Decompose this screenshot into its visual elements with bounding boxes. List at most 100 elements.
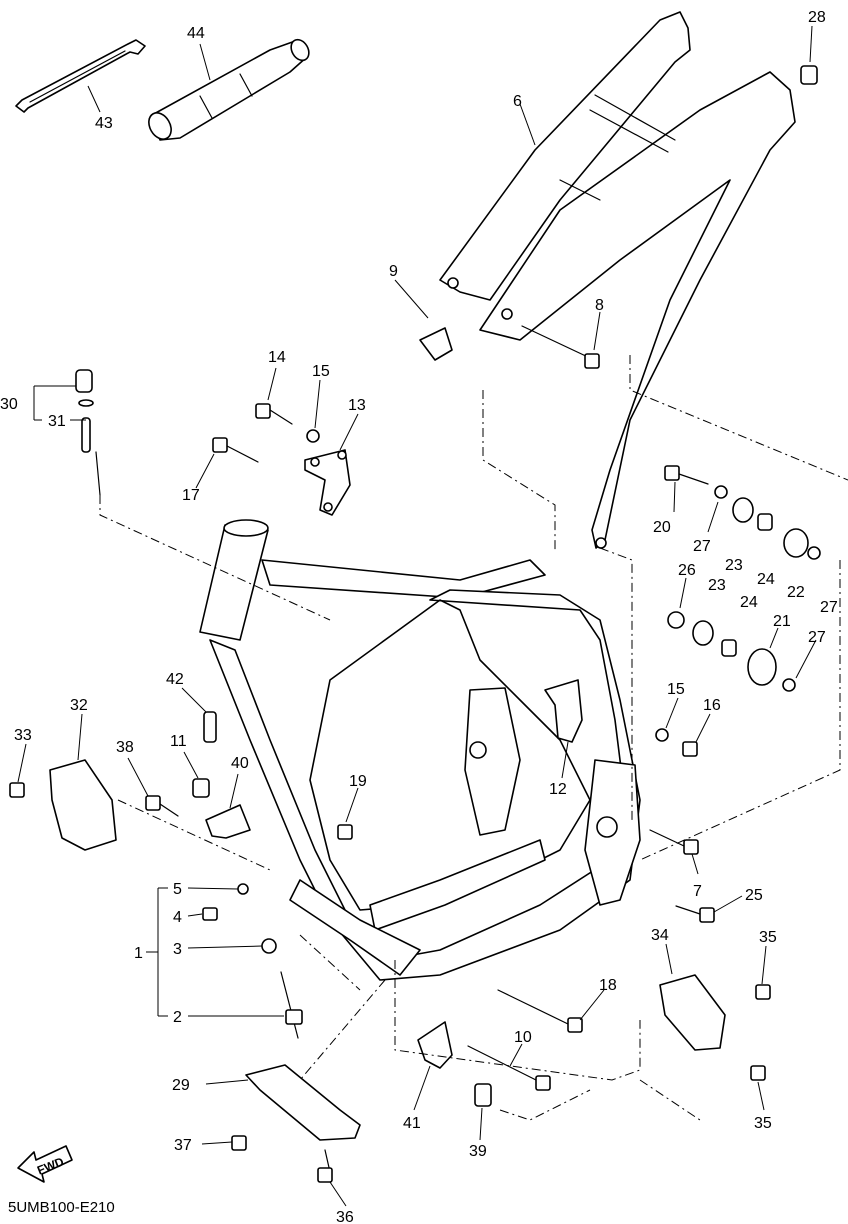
part-35-bolt <box>755 984 771 1000</box>
callout-7: 7 <box>693 883 702 900</box>
callout-11: 11 <box>170 733 187 750</box>
part-25-bolt <box>675 905 715 923</box>
part-42-pin <box>203 711 217 743</box>
callout-35b: 35 <box>754 1115 772 1132</box>
callout-30: 30 <box>0 396 18 413</box>
part-13-bracket <box>304 449 351 516</box>
callout-21: 21 <box>773 613 791 630</box>
part-29-skid-plate <box>245 1064 361 1141</box>
part-44-socket-tool <box>148 38 310 141</box>
part-21-bushing <box>747 648 777 686</box>
part-43-spanner-wrench <box>15 39 146 113</box>
part-8-bolt <box>521 325 600 369</box>
part-41-bracket <box>417 1021 453 1069</box>
callout-19: 19 <box>349 773 367 790</box>
callout-27c: 27 <box>808 629 826 646</box>
callout-27b: 27 <box>820 599 838 616</box>
part-15-washer <box>306 429 320 443</box>
callout-12: 12 <box>549 781 567 798</box>
leader-lines <box>17 25 817 1207</box>
callout-2: 2 <box>173 1009 182 1026</box>
callout-42: 42 <box>166 671 184 688</box>
part-20-bolt <box>664 465 709 485</box>
callout-28: 28 <box>808 9 826 26</box>
callout-43: 43 <box>95 115 113 132</box>
callout-4: 4 <box>173 909 182 926</box>
callout-1: 1 <box>134 945 143 962</box>
part-33-bolt <box>9 782 25 798</box>
callout-17: 17 <box>182 487 200 504</box>
part-15b-washer <box>655 728 669 742</box>
part-36-bolt <box>317 1149 333 1183</box>
callout-44: 44 <box>187 25 205 42</box>
callout-6: 6 <box>513 93 522 110</box>
callout-33: 33 <box>14 727 32 744</box>
part-23b-bushing <box>692 620 714 646</box>
main-frame <box>199 519 641 981</box>
part-38-bolt <box>145 795 179 817</box>
callout-14: 14 <box>268 349 286 366</box>
callout-22: 22 <box>787 584 805 601</box>
callout-23b: 23 <box>708 577 726 594</box>
callout-37: 37 <box>174 1137 192 1154</box>
part-30-31-breather <box>75 369 101 496</box>
callout-16: 16 <box>703 697 721 714</box>
callout-29: 29 <box>172 1077 190 1094</box>
part-7-bolt <box>649 829 699 855</box>
part-2-stud <box>280 971 303 1039</box>
callout-labels: 44 43 6 28 9 8 14 15 13 17 30 31 20 27 2… <box>0 9 838 1224</box>
callout-10: 10 <box>514 1029 532 1046</box>
part-35b-bolt <box>750 1065 766 1081</box>
part-18-bolt <box>497 989 583 1033</box>
part-24b-collar <box>721 639 737 657</box>
part-23-bushing <box>732 497 754 523</box>
callout-5: 5 <box>173 881 182 898</box>
part-16-nut <box>682 741 698 757</box>
callout-39: 39 <box>469 1143 487 1160</box>
callout-34: 34 <box>651 927 669 944</box>
callout-27: 27 <box>693 538 711 555</box>
part-12-bracket <box>544 679 583 743</box>
callout-23: 23 <box>725 557 743 574</box>
part-37-bolt <box>231 1135 247 1151</box>
part-40-bracket <box>205 804 251 839</box>
part-26-nut <box>667 611 685 629</box>
part-32-guard <box>49 759 117 851</box>
part-27-washer <box>714 485 728 499</box>
callout-15: 15 <box>312 363 330 380</box>
part-27c-washer <box>782 678 796 692</box>
assembly-lines <box>99 355 848 1121</box>
part-22-bushing <box>783 528 809 558</box>
part-27b-washer <box>807 546 821 560</box>
part-28-cap <box>800 65 818 85</box>
callout-20: 20 <box>653 519 671 536</box>
callout-18: 18 <box>599 977 617 994</box>
part-24-collar <box>757 513 773 531</box>
callout-24: 24 <box>757 571 775 588</box>
callout-40: 40 <box>231 755 249 772</box>
part-39-bolt <box>474 1083 492 1107</box>
callout-26: 26 <box>678 562 696 579</box>
callout-36: 36 <box>336 1209 354 1224</box>
callout-8: 8 <box>595 297 604 314</box>
callout-9: 9 <box>389 263 398 280</box>
fwd-arrow-icon: FWD <box>17 1145 73 1183</box>
part-6-rear-subframe <box>439 11 796 549</box>
callout-13: 13 <box>348 397 366 414</box>
part-4-bolt <box>202 907 218 921</box>
part-17-bolt <box>212 437 259 463</box>
callout-35: 35 <box>759 929 777 946</box>
callout-32: 32 <box>70 697 88 714</box>
part-9-bracket <box>419 327 453 361</box>
part-3-washer <box>261 938 277 954</box>
part-5-washer <box>237 883 249 895</box>
part-10-bolt <box>467 1045 551 1091</box>
callout-38: 38 <box>116 739 134 756</box>
diagram-code: 5UMB100-E210 <box>8 1199 115 1216</box>
callout-41: 41 <box>403 1115 421 1132</box>
callout-24b: 24 <box>740 594 758 611</box>
callout-15b: 15 <box>667 681 685 698</box>
part-11-nut <box>192 778 210 798</box>
callout-3: 3 <box>173 941 182 958</box>
